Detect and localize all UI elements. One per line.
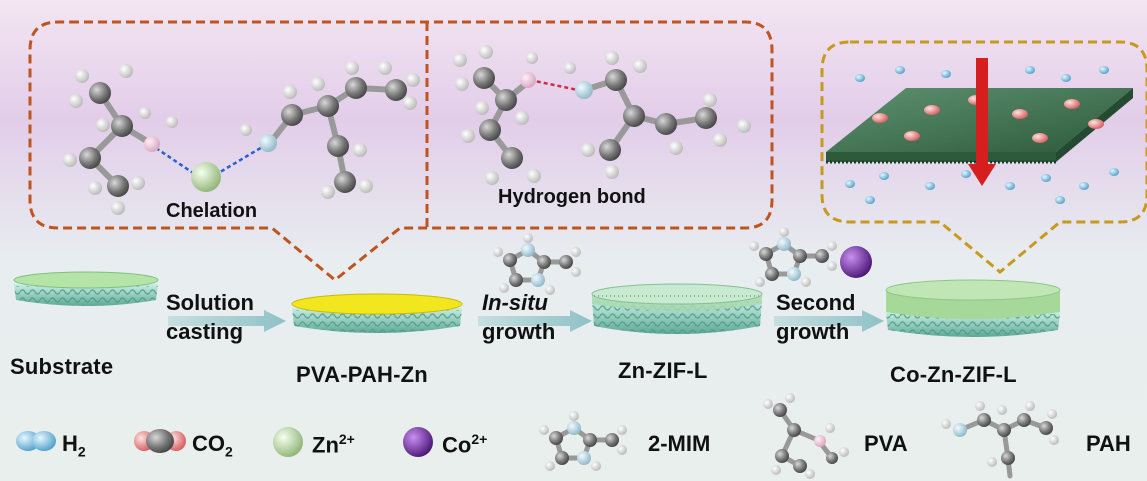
insitu-line2: growth [482, 319, 556, 344]
substrate-disc [13, 271, 159, 306]
insitu-line1: In-situ [482, 290, 548, 315]
hydrogen-bond-molecule [453, 45, 751, 185]
second-growth-label: Second growth [776, 288, 855, 346]
legend-2-mim: 2-MIM [648, 431, 711, 456]
zn-legend-icon [273, 427, 303, 457]
mim-reagent-1 [493, 233, 581, 295]
solution-casting-label: Solution casting [166, 288, 254, 346]
substrate-label: Substrate [10, 354, 114, 379]
co-ion-reagent [840, 246, 872, 278]
interaction-bubble [28, 20, 774, 282]
h2-legend-icon [16, 431, 56, 451]
zn-zif-l-label: Zn-ZIF-L [618, 358, 708, 383]
membrane-bubble [820, 40, 1147, 274]
pva-pah-zn-label: PVA-PAH-Zn [296, 362, 428, 387]
legend-pah: PAH [1086, 431, 1131, 456]
mim-reagent-2 [749, 227, 872, 287]
legend-icons [16, 393, 1059, 479]
co2-legend-icon [134, 429, 186, 453]
co-legend-icon [403, 427, 433, 457]
chelation-label: Chelation [166, 200, 258, 222]
pva-legend-icon [763, 393, 849, 479]
zn-zif-l-disc [591, 283, 763, 334]
legend-zn: Zn2+ [312, 431, 355, 458]
h2-molecules-bottom [845, 168, 1119, 204]
chelation-molecule [63, 61, 420, 215]
hydrogen-bond-label: Hydrogen bond [498, 186, 646, 208]
pah-legend-icon [941, 401, 1059, 479]
membrane-illustration [826, 58, 1133, 204]
second-line2: growth [776, 319, 850, 344]
legend-h2: H2 [62, 431, 86, 460]
second-line1: Second [776, 290, 856, 315]
process-arrows [168, 310, 884, 332]
legend-co: Co2+ [442, 431, 488, 458]
legend-co2: CO2 [192, 431, 233, 460]
flow-direction-arrow [968, 58, 996, 186]
solution-casting-line1: Solution [166, 290, 254, 315]
mim-legend-icon [539, 411, 627, 471]
insitu-growth-label: In-situ growth [482, 288, 555, 346]
co-zn-zif-l-disc [885, 279, 1061, 337]
solution-casting-line2: casting [166, 319, 244, 344]
legend-pva: PVA [864, 431, 908, 456]
co-zn-zif-l-label: Co-Zn-ZIF-L [890, 362, 1017, 387]
pva-pah-zn-disc [291, 293, 463, 333]
